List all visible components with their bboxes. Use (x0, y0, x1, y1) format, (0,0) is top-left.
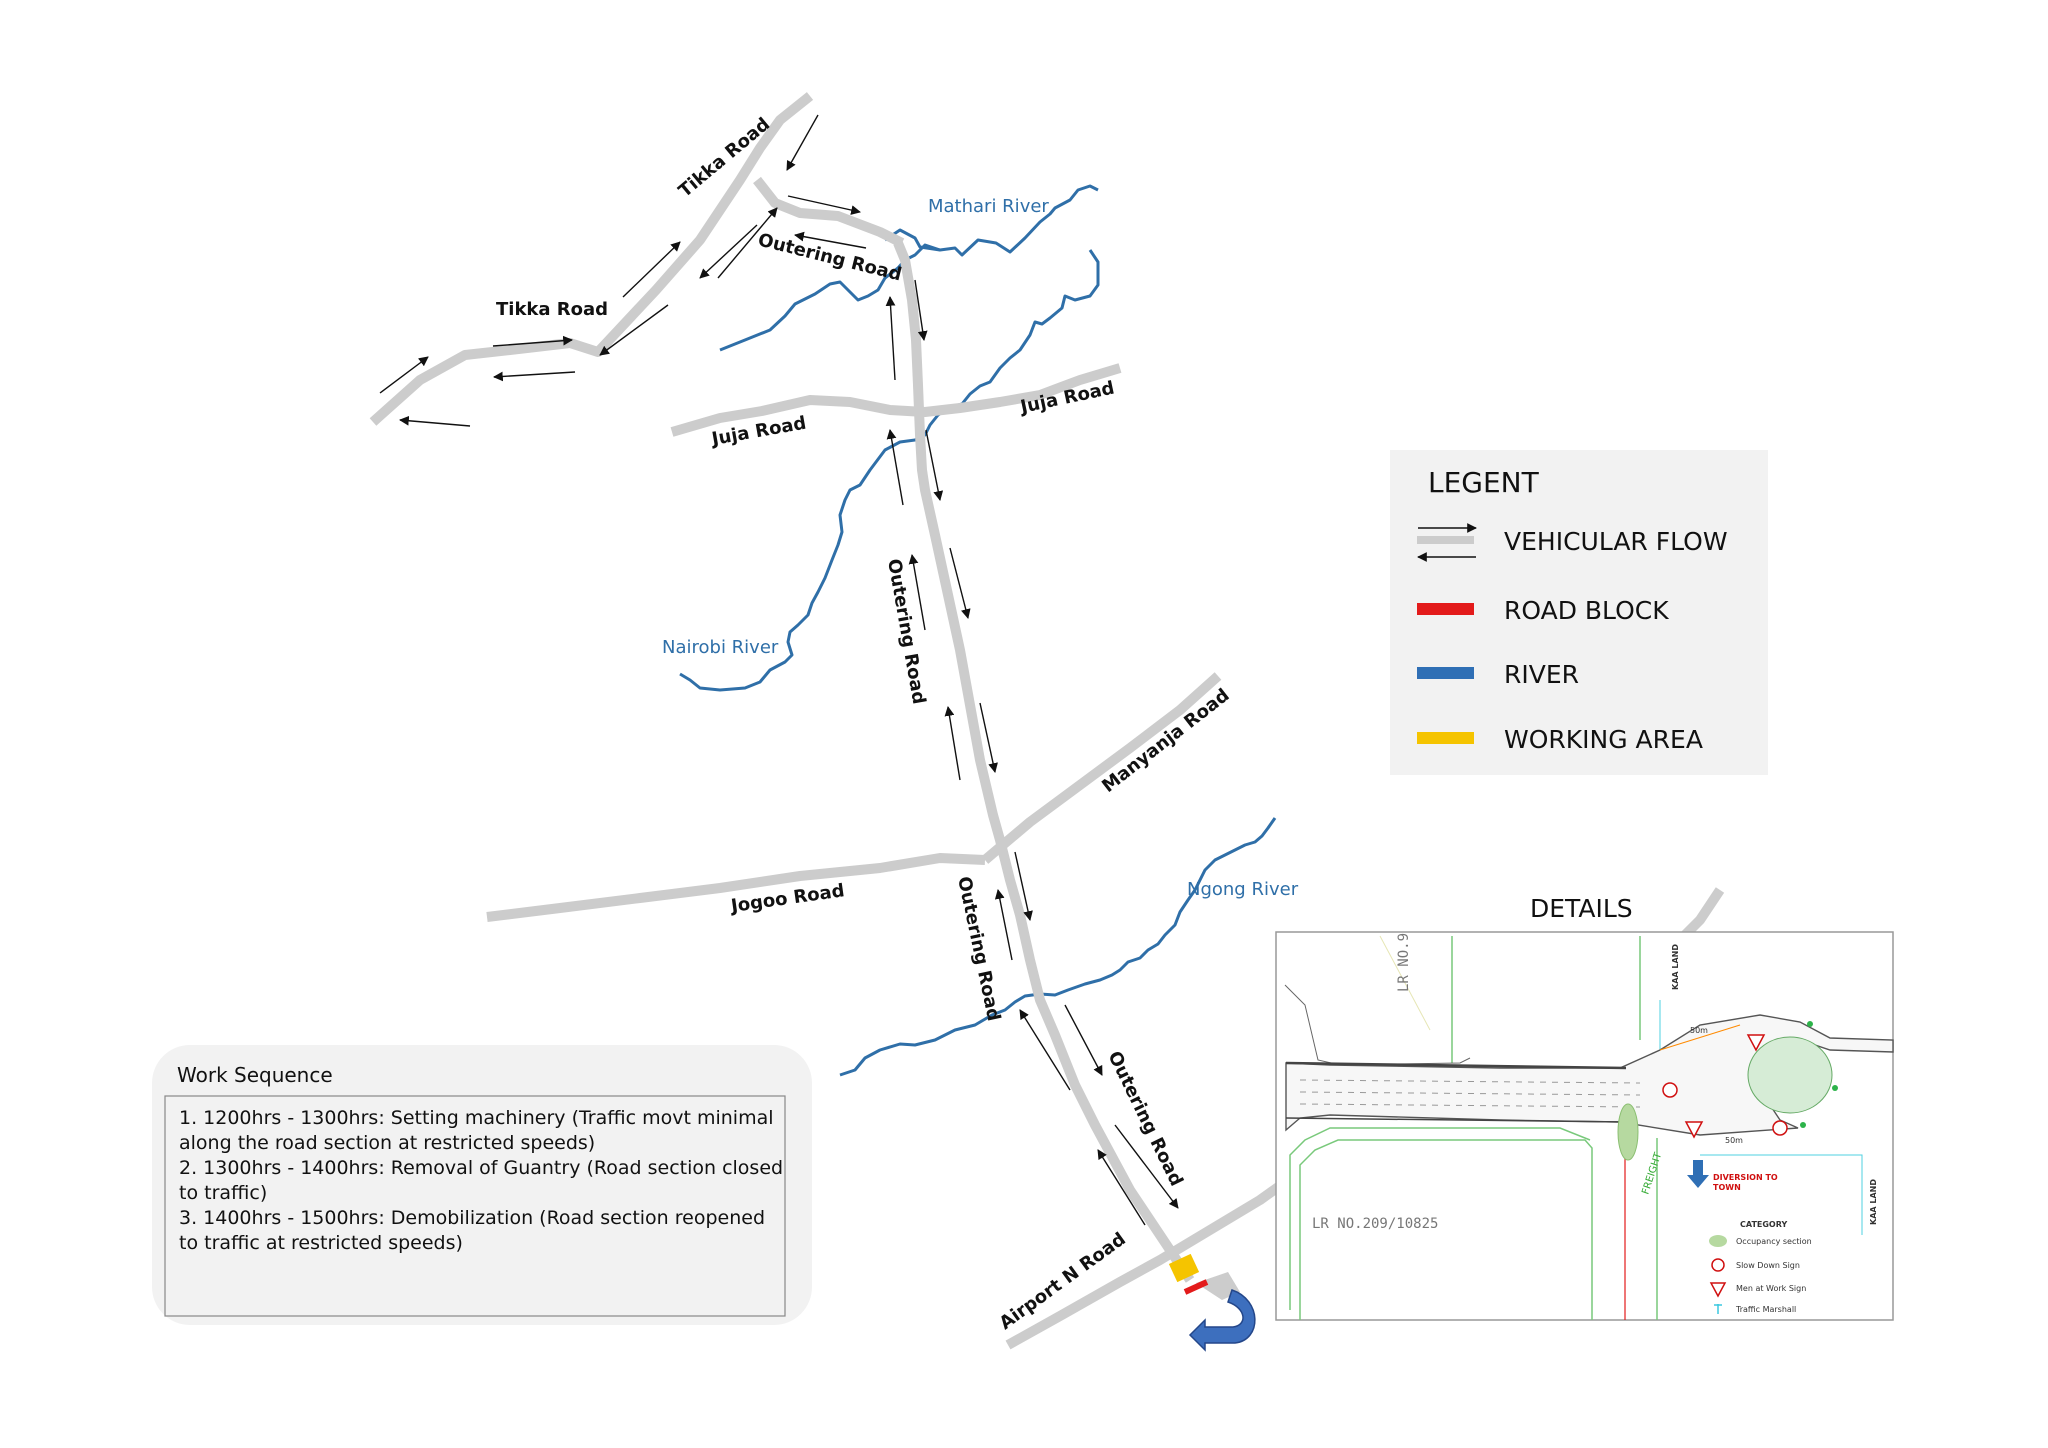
flow-arrow (886, 429, 904, 506)
flow-arrow (794, 231, 867, 249)
legend: LEGENT VEHICULAR FLOW ROAD BLOCK RIVER W… (1390, 450, 1768, 775)
details-panel: DETAILS (1275, 894, 1894, 1321)
details-diversion-2: TOWN (1713, 1183, 1741, 1192)
work-sequence-background (152, 1045, 812, 1325)
flow-arrow (379, 356, 429, 394)
work-sequence-inner-frame (164, 1095, 786, 1317)
work-sequence-line: 3. 1400hrs - 1500hrs: Demobilization (Ro… (179, 1207, 765, 1229)
work-site (1168, 1253, 1256, 1352)
category-item: Traffic Marshall (1735, 1305, 1796, 1314)
river-label-ngong: Ngong River (1187, 879, 1299, 900)
flow-arrow (492, 335, 573, 347)
work-sequence-line: along the road section at restricted spe… (179, 1132, 595, 1154)
work-sequence-box: Work Sequence 1. 1200hrs - 1300hrs: Sett… (152, 1045, 812, 1325)
vehicular-flow-icon (1417, 523, 1477, 562)
details-category: CATEGORY Occupancy section Slow Down Sig… (1709, 1220, 1812, 1314)
details-kaa-land-right: KAA LAND (1869, 1179, 1878, 1225)
work-sequence-line: 2. 1300hrs - 1400hrs: Removal of Guantry… (179, 1157, 783, 1179)
flow-arrow (399, 415, 471, 427)
manyanja-road-line (981, 672, 1222, 864)
legend-label-vehicular-flow: VEHICULAR FLOW (1504, 527, 1728, 556)
category-item: Occupancy section (1736, 1237, 1812, 1246)
details-lr-top: LR NO.9 (1396, 933, 1412, 992)
details-title: DETAILS (1530, 894, 1633, 923)
legend-title: LEGENT (1428, 466, 1540, 499)
nairobi-river (679, 249, 1100, 692)
outering-road-main-line (893, 241, 1195, 1283)
river-labels: Mathari River Nairobi River Ngong River (662, 196, 1299, 900)
flow-arrow (717, 207, 778, 279)
flow-arrow (1019, 1009, 1071, 1091)
flow-arrow (1064, 1004, 1103, 1076)
category-item: Men at Work Sign (1736, 1284, 1806, 1293)
men-at-work-sign-icon (1709, 1282, 1727, 1298)
flow-arrow (1097, 1149, 1146, 1226)
legend-label-road-block: ROAD BLOCK (1504, 596, 1669, 625)
flow-arrow (908, 554, 926, 631)
road-block-marker (1183, 1279, 1209, 1295)
flow-arrow (994, 889, 1013, 961)
mathari-river-upper (884, 184, 1099, 257)
flow-arrow (699, 224, 758, 279)
flow-arrow (949, 547, 971, 619)
diversion-arrow-icon (1687, 1160, 1709, 1188)
details-diversion-1: DIVERSION TO (1713, 1173, 1778, 1182)
occupancy-section-marker (1617, 1103, 1639, 1161)
work-sequence-line: 1. 1200hrs - 1300hrs: Setting machinery … (179, 1107, 774, 1129)
jogoo-road-line (486, 853, 986, 922)
road-end-taper (1196, 1272, 1240, 1300)
work-sequence-title: Work Sequence (177, 1063, 333, 1087)
flow-arrow (787, 195, 861, 215)
tikka-road-line (369, 92, 814, 426)
river-icon (1417, 667, 1474, 679)
river-label-nairobi: Nairobi River (662, 637, 779, 658)
road-label-outering-lower: Outering Road (953, 875, 1004, 1023)
slow-down-sign-icon (1711, 1258, 1725, 1272)
flow-arrow (493, 371, 576, 382)
flow-arrow (622, 241, 681, 298)
flow-arrow (885, 296, 896, 381)
outering-road-top-line (753, 176, 905, 248)
flow-arrow (786, 114, 819, 171)
details-parcels (1284, 935, 1863, 1320)
details-dist-bottom: 50m (1725, 1136, 1743, 1145)
flow-arrow (944, 706, 961, 781)
flow-arrow (925, 429, 944, 501)
ngong-river (839, 817, 1277, 1077)
details-road (1285, 1014, 1894, 1188)
u-turn-arrow-icon (1188, 1289, 1256, 1352)
flow-arrow (1114, 1124, 1179, 1209)
juja-road-line (670, 363, 1122, 437)
flow-arrow (1014, 851, 1033, 921)
work-sequence-line: to traffic at restricted speeds) (179, 1232, 463, 1254)
details-kaa-land-top: KAA LAND (1671, 944, 1680, 990)
traffic-marshall-icon (1714, 1304, 1722, 1314)
legend-label-working-area: WORKING AREA (1504, 725, 1703, 754)
river-label-mathari: Mathari River (928, 196, 1049, 217)
road-label-outering-mid: Outering Road (883, 557, 929, 706)
airport-n-road-line (1005, 1170, 1298, 1350)
flow-arrow (599, 304, 669, 356)
details-dist-top: 50m (1690, 1026, 1708, 1035)
occupancy-section-icon (1709, 1235, 1727, 1247)
legend-label-river: RIVER (1504, 660, 1579, 689)
category-title: CATEGORY (1740, 1220, 1787, 1229)
working-area-icon (1417, 732, 1474, 744)
road-label-tikka-lower: Tikka Road (496, 299, 608, 320)
vehicular-flow-arrows (379, 114, 1179, 1226)
flow-arrow (979, 702, 998, 773)
details-lr-bottom: LR NO.209/10825 (1312, 1216, 1438, 1232)
work-sequence-line: to traffic) (179, 1182, 267, 1204)
working-area-marker (1168, 1253, 1200, 1283)
road-label-manyanja: Manyanja Road (1098, 685, 1233, 797)
category-item: Slow Down Sign (1736, 1261, 1800, 1270)
road-block-icon (1417, 603, 1474, 615)
flow-arrow (914, 279, 928, 341)
